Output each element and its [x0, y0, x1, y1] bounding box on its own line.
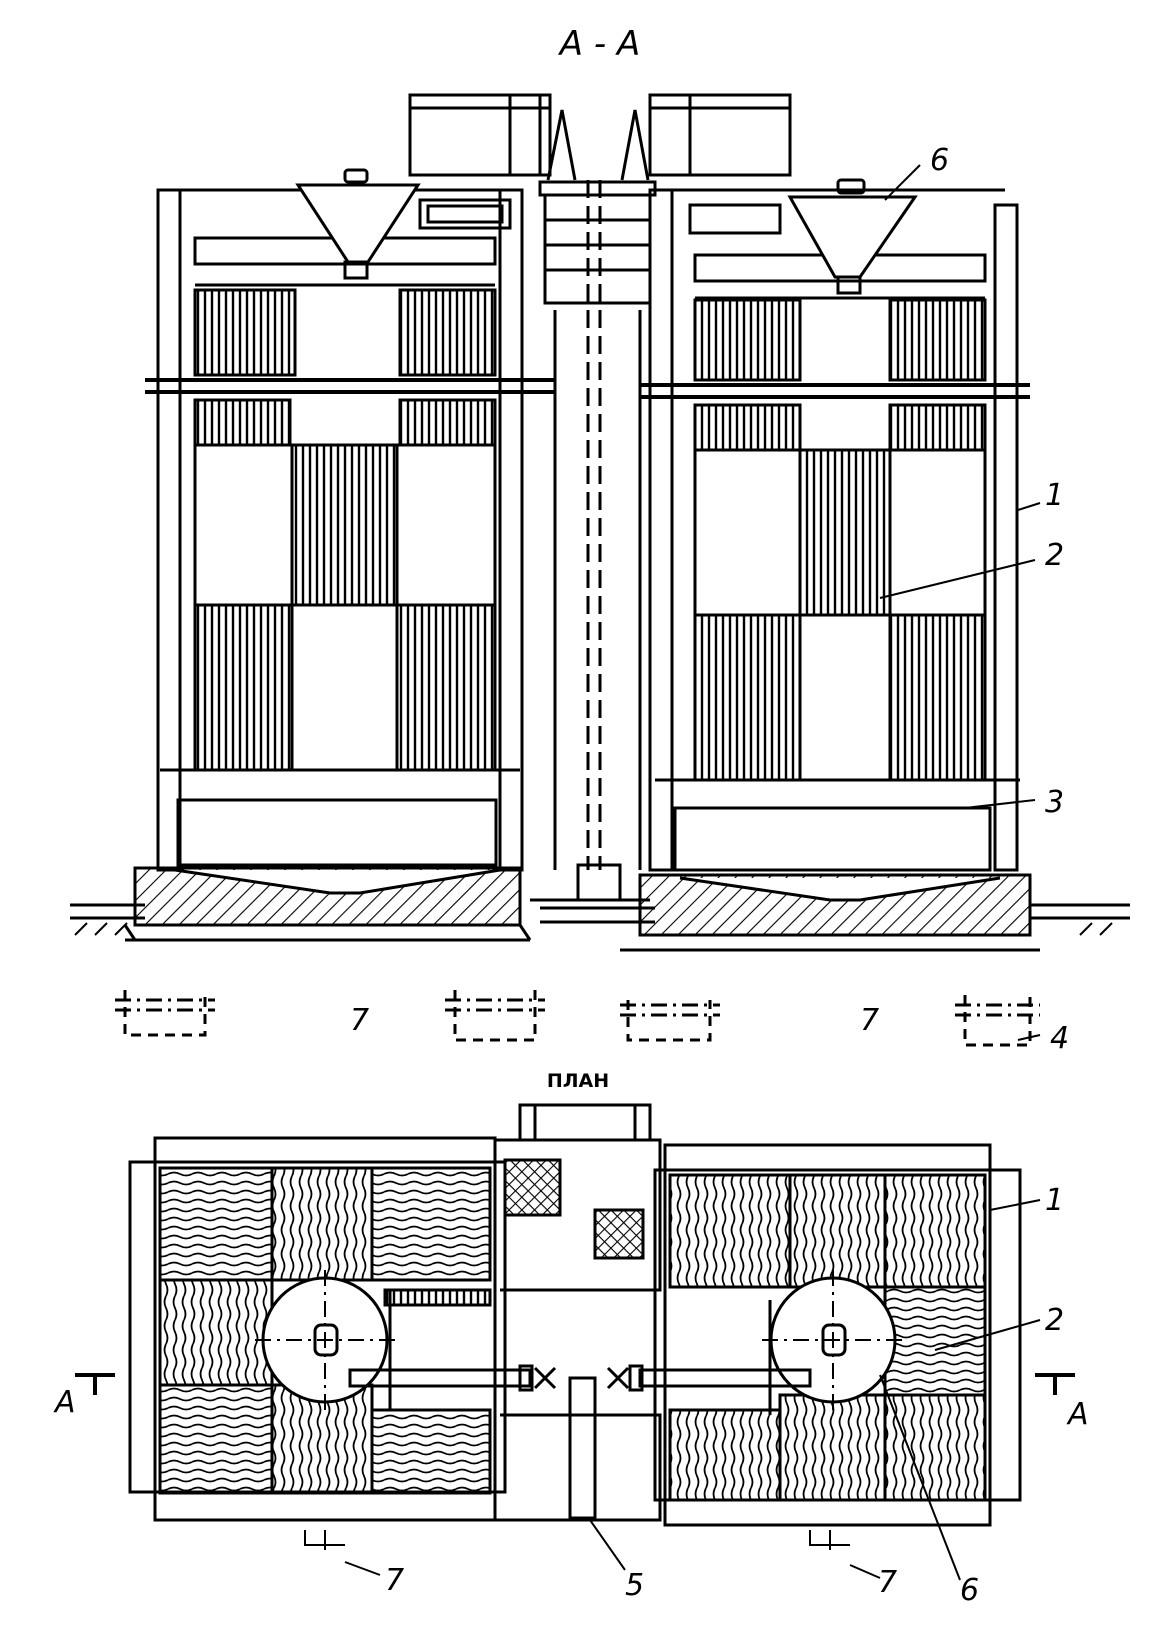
plan-title: ПЛАН — [547, 1070, 609, 1092]
label-7-section-right: 7 — [860, 1003, 879, 1038]
label-1-section: 1 — [1045, 478, 1064, 513]
label-7-plan-right: 7 — [878, 1565, 897, 1600]
central-shaft — [538, 109, 657, 924]
label-6-plan: 6 — [960, 1573, 979, 1608]
label-7-section-left: 7 — [350, 1003, 369, 1038]
label-3-section: 3 — [1045, 785, 1064, 820]
right-cooling-tower — [620, 93, 1040, 1047]
label-7-plan-left: 7 — [385, 1563, 404, 1598]
section-title: А - А — [558, 24, 640, 64]
label-1-plan: 1 — [1045, 1183, 1064, 1218]
label-2-plan: 2 — [1045, 1303, 1064, 1338]
label-4-section: 4 — [1050, 1021, 1069, 1056]
plan-view — [75, 1103, 1075, 1581]
section-view — [70, 93, 1130, 1047]
left-cooling-tower — [115, 93, 555, 1042]
label-6-section: 6 — [930, 143, 949, 178]
section-mark-left: А — [53, 1385, 76, 1420]
section-mark-right: А — [1066, 1397, 1089, 1432]
label-5-plan: 5 — [625, 1568, 644, 1603]
label-2-section: 2 — [1045, 538, 1064, 573]
